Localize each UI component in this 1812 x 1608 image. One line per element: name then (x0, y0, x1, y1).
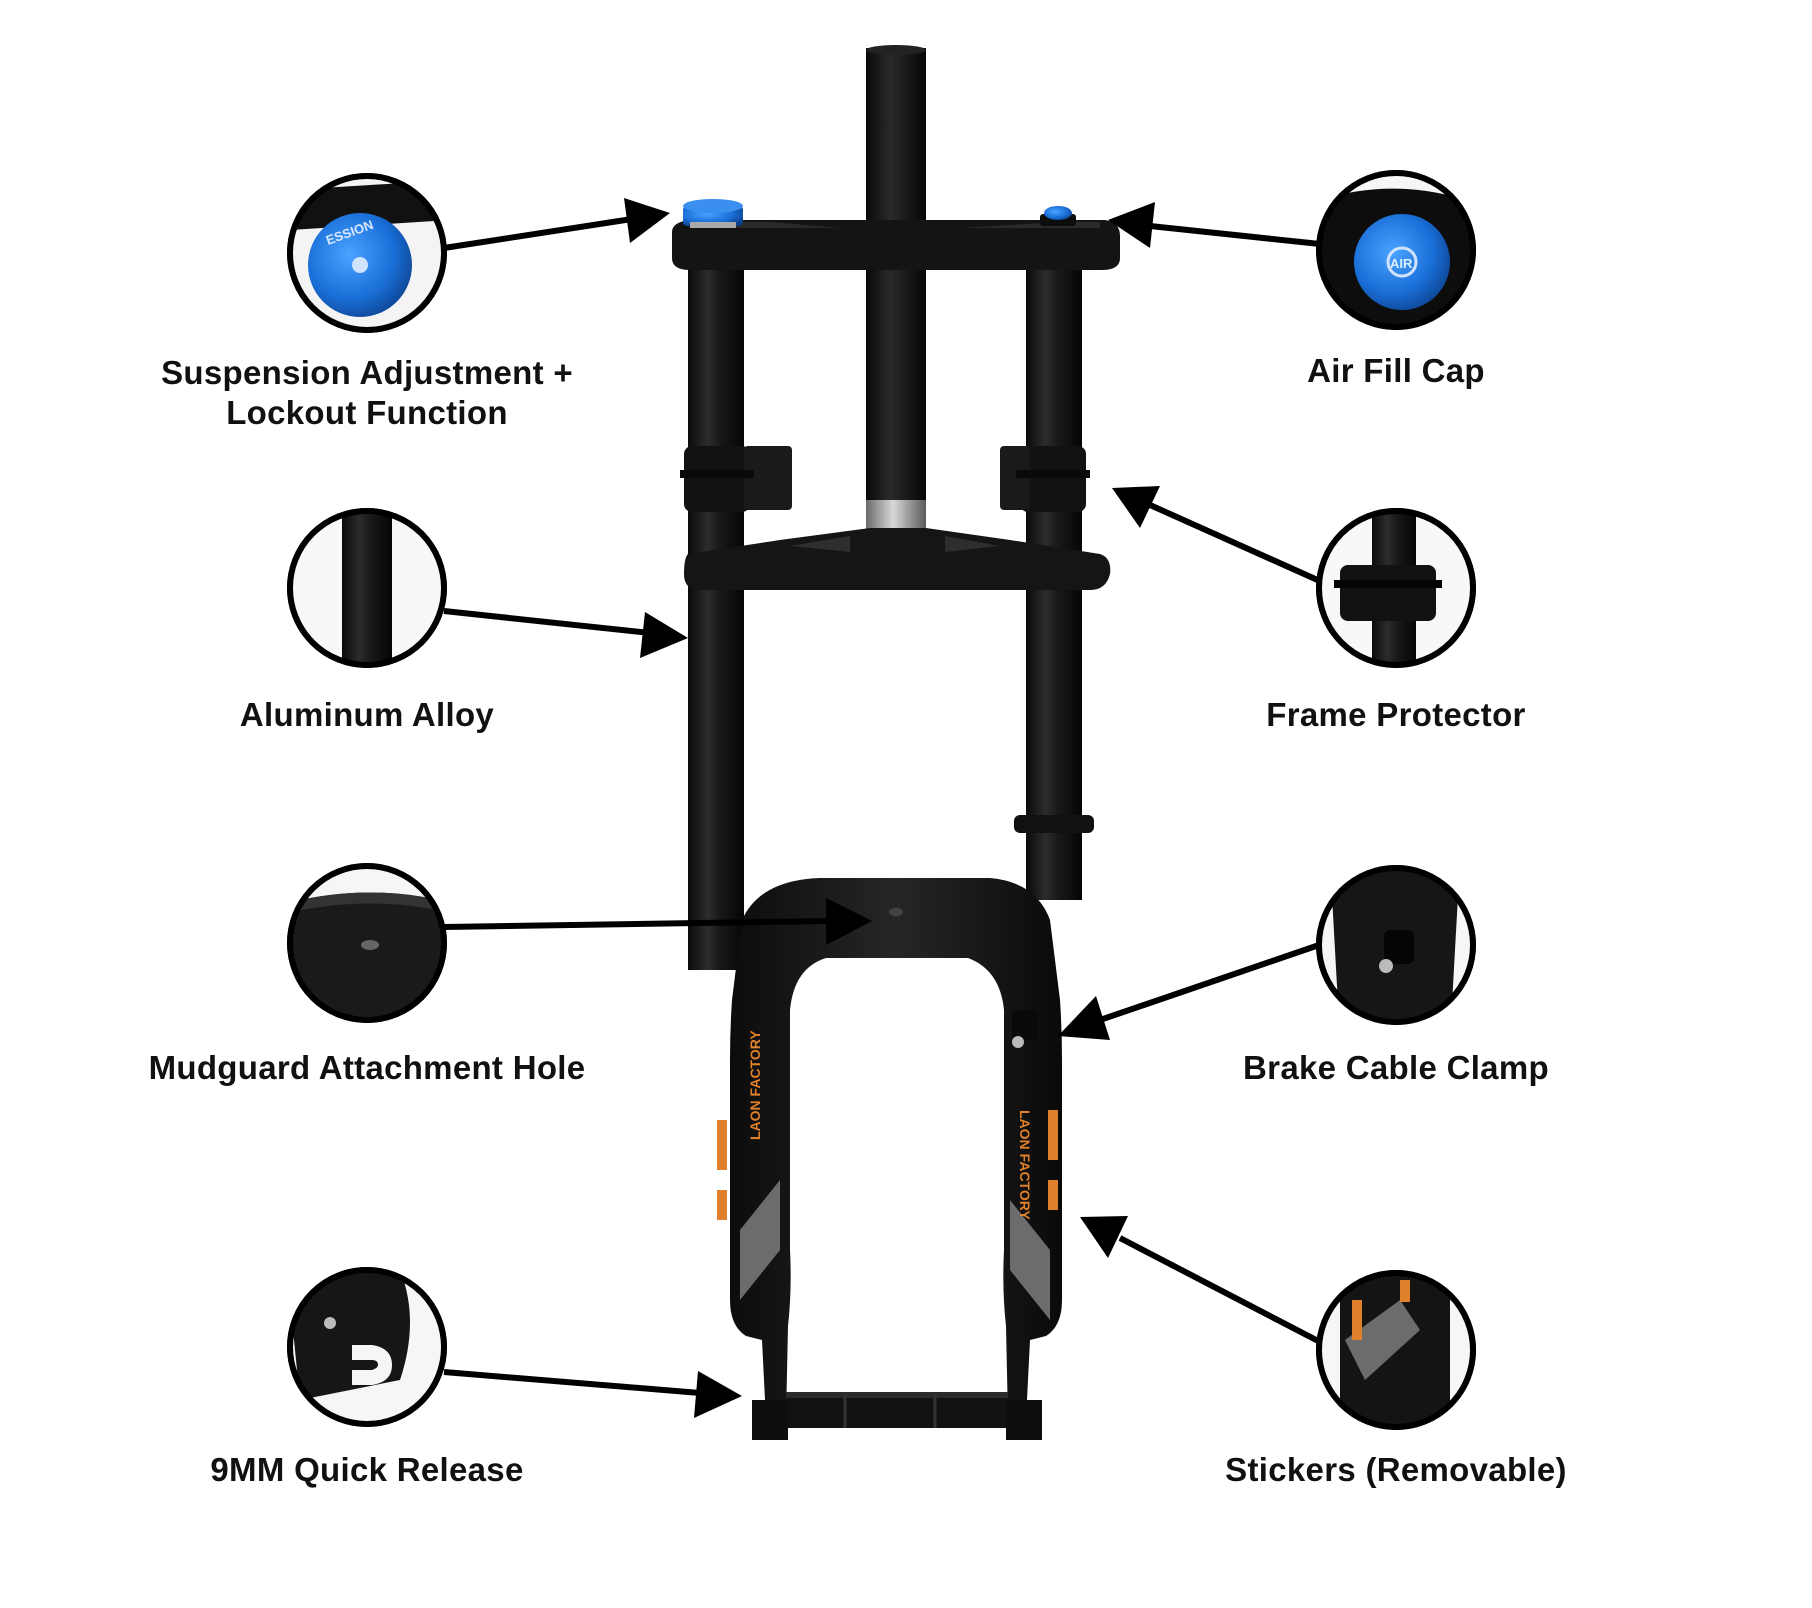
callout-labels: Suspension Adjustment + Lockout Function… (149, 352, 1567, 1488)
callout-quick-release (287, 1267, 447, 1427)
callout-mudguard-hole (287, 863, 447, 1023)
upper-crown (672, 220, 1120, 270)
cable-clamp-icon (1319, 868, 1473, 1022)
lower-crown (684, 528, 1111, 590)
frame-protector-left (680, 446, 792, 512)
label-stickers: Stickers (Removable) (1225, 1451, 1567, 1488)
label-aluminum-alloy: Aluminum Alloy (240, 696, 494, 733)
callout-arrows (443, 198, 1324, 1418)
label-air-fill-cap: Air Fill Cap (1307, 352, 1485, 389)
right-decal-text: LAON FACTORY (1017, 1110, 1033, 1220)
callout-brake-cable-clamp (1316, 865, 1476, 1025)
left-decal-text: LAON FACTORY (747, 1030, 763, 1140)
right-leg-decal: LAON FACTORY (1010, 1110, 1058, 1320)
mudguard-hole-icon (290, 866, 444, 1020)
frame-protector-right (1000, 446, 1090, 512)
label-brake-cable-clamp: Brake Cable Clamp (1243, 1049, 1549, 1086)
callout-frame-protector (1316, 508, 1476, 668)
brake-cable-clamp (1012, 1010, 1038, 1048)
label-quick-release: 9MM Quick Release (210, 1451, 523, 1488)
stanchion-tube-icon (290, 511, 444, 665)
callout-air-fill-cap: AIR (1316, 170, 1476, 330)
mudguard-hole (889, 908, 903, 916)
suspension-adjuster-knob (683, 199, 743, 228)
callout-suspension-adjustment: ESSION (287, 173, 447, 333)
label-suspension-line1: Suspension Adjustment + (161, 354, 573, 391)
callout-stickers (1316, 1270, 1476, 1430)
dropout-icon (290, 1270, 444, 1424)
lower-legs-arch (730, 878, 1062, 1420)
blue-adjuster-knob-icon: ESSION (290, 176, 444, 330)
label-suspension-line2: Lockout Function (226, 394, 508, 431)
air-cap-engraving: AIR (1390, 256, 1413, 271)
air-fill-cap (1040, 206, 1076, 226)
steerer-tube (866, 48, 926, 528)
air-cap-icon: AIR (1319, 173, 1473, 327)
label-mudguard-hole: Mudguard Attachment Hole (149, 1049, 586, 1086)
sticker-icon (1319, 1273, 1473, 1427)
left-leg-decal: LAON FACTORY (717, 1030, 780, 1300)
callout-aluminum-alloy (287, 508, 447, 668)
suspension-fork: LAON FACTORY LAON FACTORY (672, 45, 1120, 1440)
label-frame-protector: Frame Protector (1266, 696, 1525, 733)
left-stanchion (688, 250, 744, 970)
frame-protector-icon (1319, 511, 1473, 665)
